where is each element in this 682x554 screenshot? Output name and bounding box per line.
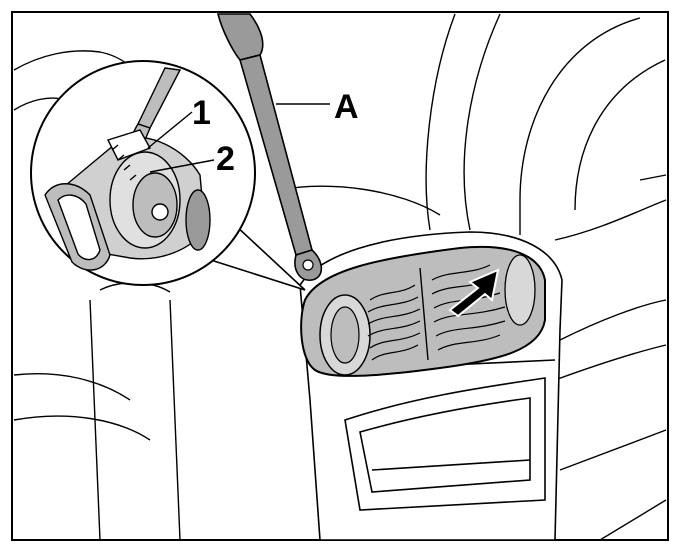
callout-a-label: A	[334, 88, 359, 126]
callout-2-leader	[149, 159, 215, 173]
callout-1-leader	[147, 111, 193, 149]
rear-air-vent	[300, 245, 546, 377]
direction-arrow	[448, 268, 500, 318]
vent-louvers-left	[367, 284, 421, 361]
tool-a-screwdriver	[216, 13, 323, 281]
detail-vent-cartridge	[44, 67, 211, 271]
callout-1-label: 1	[192, 94, 211, 132]
callout-2-label: 2	[216, 140, 235, 178]
